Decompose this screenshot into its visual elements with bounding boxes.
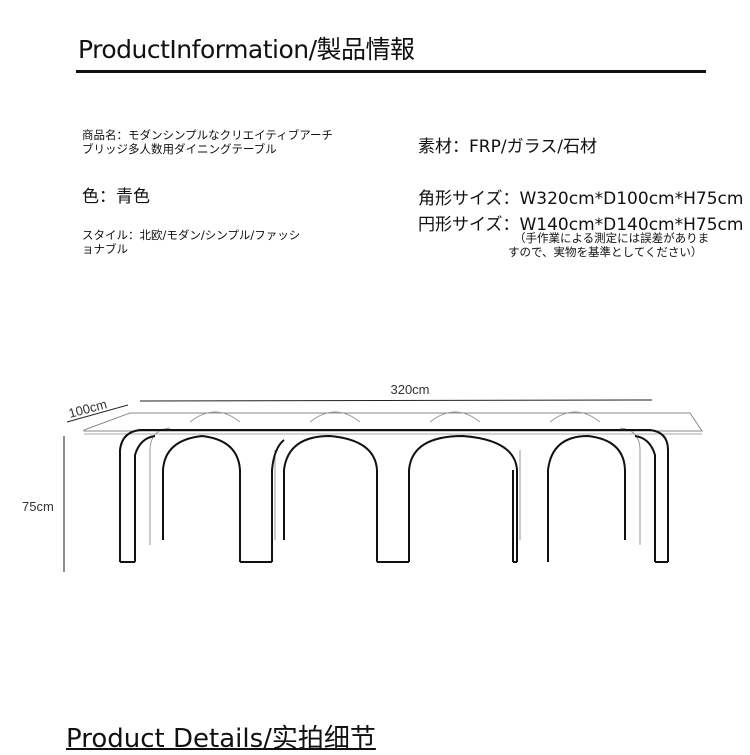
note-line2: すので、実物を基準としてください） bbox=[508, 245, 703, 259]
depth-label: 100cm bbox=[67, 396, 109, 421]
product-details-heading: Product Details/实拍细节 bbox=[66, 718, 376, 755]
rect-size-spec: 角形サイズ：W320cm*D100cm*H75cm bbox=[418, 189, 744, 209]
title-divider bbox=[76, 70, 706, 73]
page-title: ProductInformation/製品情報 bbox=[78, 35, 415, 64]
width-label: 320cm bbox=[390, 382, 429, 397]
style-spec: スタイル：北欧/モダン/シンプル/ファッシ ョナブル bbox=[82, 228, 300, 256]
front-arch-frame bbox=[119, 429, 669, 563]
product-name-line2: ブリッジ多人数用ダイニングテーブル bbox=[82, 142, 277, 156]
back-arch-frame bbox=[149, 411, 641, 545]
product-name: 商品名：モダンシンプルなクリエイティブアーチ ブリッジ多人数用ダイニングテーブル bbox=[82, 128, 333, 156]
height-label: 75cm bbox=[22, 499, 54, 514]
style-line2: ョナブル bbox=[82, 242, 128, 256]
glass-tabletop bbox=[83, 412, 703, 432]
depth-dimension-line bbox=[66, 404, 129, 423]
color-spec: 色：青色 bbox=[82, 187, 150, 207]
style-line1: スタイル：北欧/モダン/シンプル/ファッシ bbox=[82, 228, 301, 242]
product-details-title: Product Details/实拍细节 bbox=[66, 724, 376, 754]
product-name-line1: 商品名：モダンシンプルなクリエイティブアーチ bbox=[82, 128, 334, 142]
round-size-spec: 円形サイズ：W140cm*D140cm*H75cm bbox=[418, 215, 744, 235]
width-dimension-line bbox=[139, 399, 653, 402]
material-spec: 素材：FRP/ガラス/石材 bbox=[418, 137, 597, 157]
note-line1: （手作業による測定には誤差がありま bbox=[514, 231, 710, 245]
measurement-note: （手作業による測定には誤差がありま すので、実物を基準としてください） bbox=[508, 231, 709, 259]
